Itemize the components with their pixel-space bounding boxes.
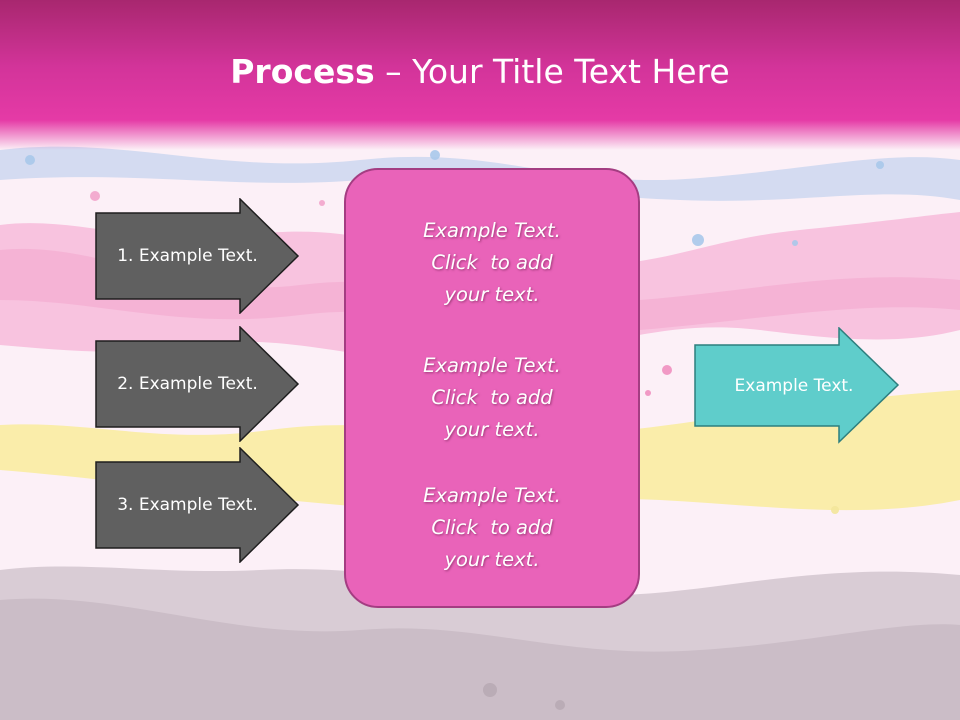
center-text-block-1: Example Text. Click to add your text. xyxy=(346,215,638,311)
arrow-shape-icon xyxy=(95,326,300,442)
step-arrow-3[interactable]: 3. Example Text. xyxy=(95,447,300,563)
step-arrow-1[interactable]: 1. Example Text. xyxy=(95,198,300,314)
center-text-block-3: Example Text. Click to add your text. xyxy=(346,480,638,576)
block-line: Example Text. xyxy=(423,219,561,242)
step-arrow-label: 3. Example Text. xyxy=(117,495,258,515)
title-bold: Process xyxy=(230,52,375,91)
arrow-shape-icon xyxy=(95,447,300,563)
block-line: Click to add xyxy=(431,251,553,274)
center-text-box[interactable]: Example Text. Click to add your text. Ex… xyxy=(344,168,640,608)
block-line: your text. xyxy=(444,283,540,306)
result-arrow[interactable]: Example Text. xyxy=(694,327,900,444)
step-arrow-label: 1. Example Text. xyxy=(117,246,258,266)
result-arrow-label: Example Text. xyxy=(734,375,854,396)
step-arrow-2[interactable]: 2. Example Text. xyxy=(95,326,300,442)
block-line: Example Text. xyxy=(423,484,561,507)
block-line: Click to add xyxy=(431,386,553,409)
title-bar xyxy=(0,0,960,150)
arrow-shape-icon xyxy=(694,327,900,444)
block-line: Example Text. xyxy=(423,354,561,377)
block-line: your text. xyxy=(444,418,540,441)
step-arrow-label: 2. Example Text. xyxy=(117,374,258,394)
block-line: your text. xyxy=(444,548,540,571)
block-line: Click to add xyxy=(431,516,553,539)
arrow-shape-icon xyxy=(95,198,300,314)
title-rest: – Your Title Text Here xyxy=(374,52,730,91)
slide-title[interactable]: Process – Your Title Text Here xyxy=(0,52,960,91)
center-text-block-2: Example Text. Click to add your text. xyxy=(346,350,638,446)
